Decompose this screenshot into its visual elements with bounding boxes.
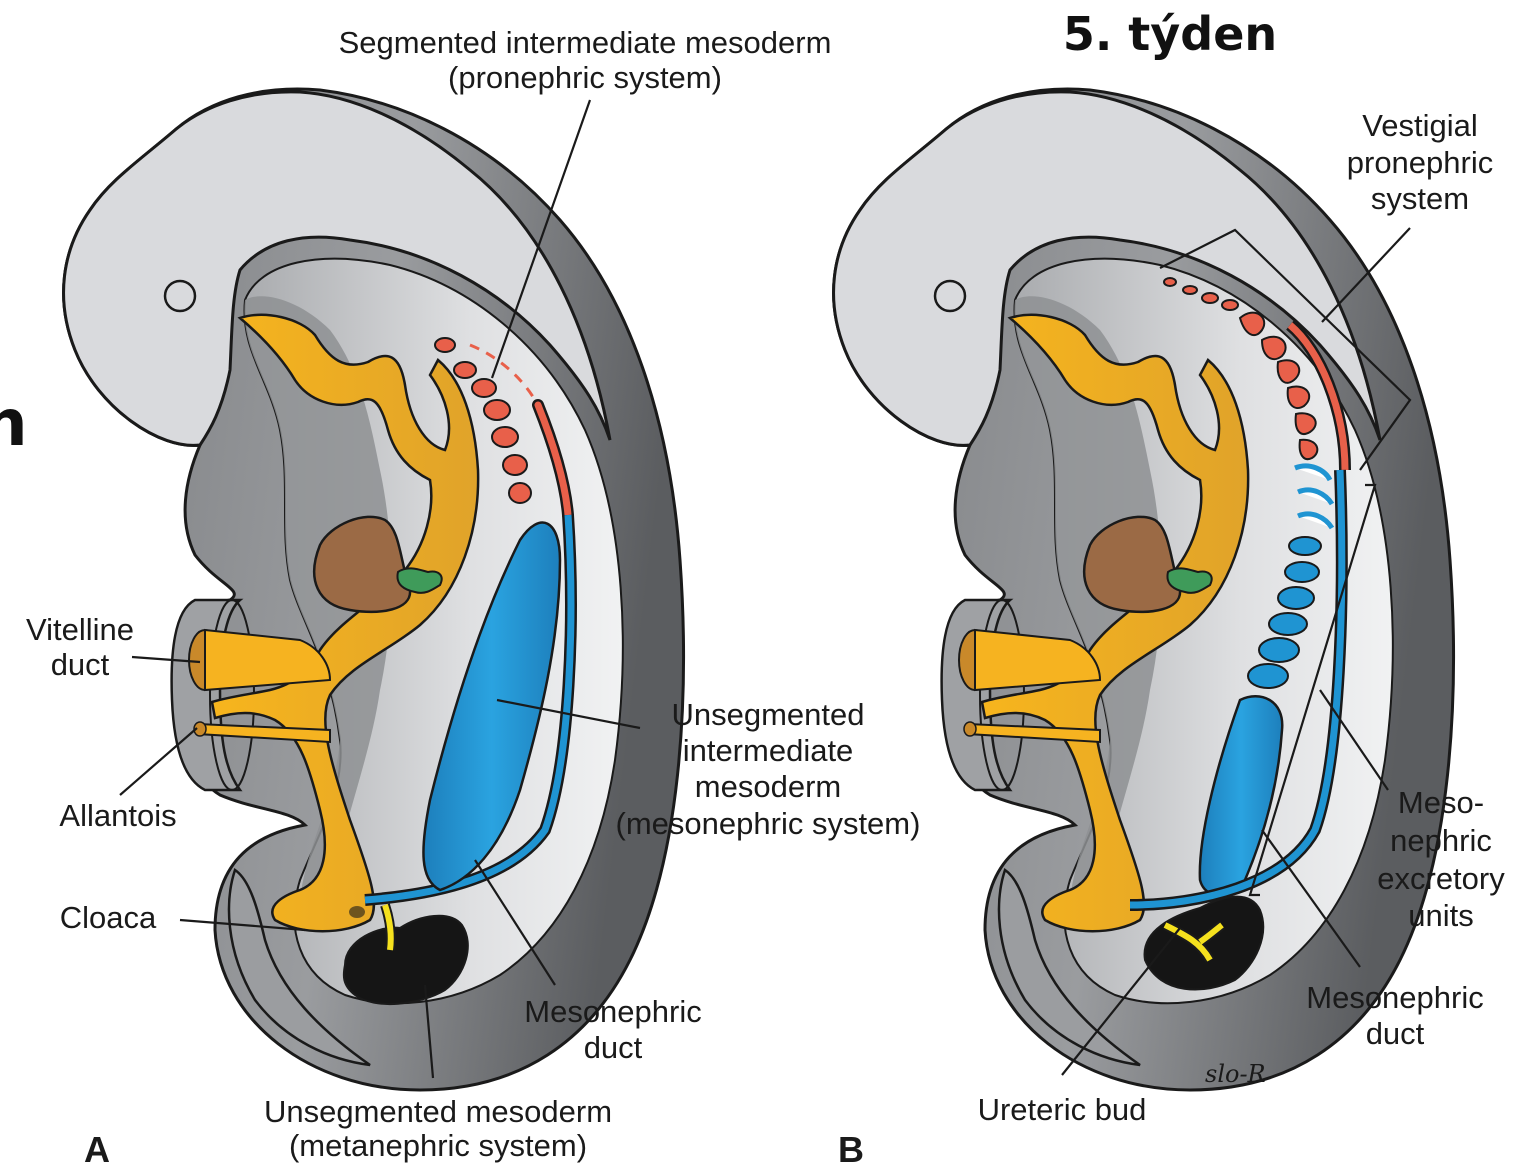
label-vitelline-line2: duct <box>51 647 110 682</box>
label-mesonephric-duct-b-line2: duct <box>1366 1016 1425 1051</box>
label-unseg-int-line4: (mesonephric system) <box>616 806 921 841</box>
label-vestigial-line2: pronephric <box>1347 145 1493 180</box>
label-unseg-meso-line1: Unsegmented mesoderm <box>264 1094 612 1129</box>
panel-letter-a: A <box>84 1129 110 1167</box>
artist-signature: slo-R <box>1205 1060 1266 1088</box>
label-vitelline-line1: Vitelline <box>26 612 134 647</box>
label-mesonephric-duct-a-line1: Mesonephric <box>524 994 701 1029</box>
label-excretory-line3: excretory <box>1377 861 1505 896</box>
label-allantois: Allantois <box>59 798 176 833</box>
label-mesonephric-duct-a-line2: duct <box>584 1030 643 1065</box>
label-segmented-line1: Segmented intermediate mesoderm <box>339 25 832 60</box>
panel-b: Vestigial pronephric system Meso- nephri… <box>834 89 1506 1167</box>
label-vestigial-line1: Vestigial <box>1362 108 1477 143</box>
label-excretory-line4: units <box>1408 898 1473 933</box>
page-title: 5. týden <box>1063 7 1277 61</box>
edge-text-fragment: n <box>0 387 28 461</box>
panel-letter-b: B <box>838 1129 864 1167</box>
label-segmented-line2: (pronephric system) <box>448 60 722 95</box>
label-vestigial-line3: system <box>1371 181 1469 216</box>
label-unseg-int-line2: intermediate <box>683 733 854 768</box>
panel-a: Segmented intermediate mesoderm (proneph… <box>26 25 920 1167</box>
label-mesonephric-duct-b-line1: Mesonephric <box>1306 980 1483 1015</box>
label-ureteric-bud: Ureteric bud <box>978 1092 1147 1127</box>
label-unseg-int-line1: Unsegmented <box>671 697 864 732</box>
label-unseg-meso-line2: (metanephric system) <box>289 1128 587 1163</box>
label-excretory-line1: Meso- <box>1398 785 1484 820</box>
label-cloaca: Cloaca <box>60 900 157 935</box>
label-unseg-int-line3: mesoderm <box>695 769 841 804</box>
label-excretory-line2: nephric <box>1390 823 1492 858</box>
